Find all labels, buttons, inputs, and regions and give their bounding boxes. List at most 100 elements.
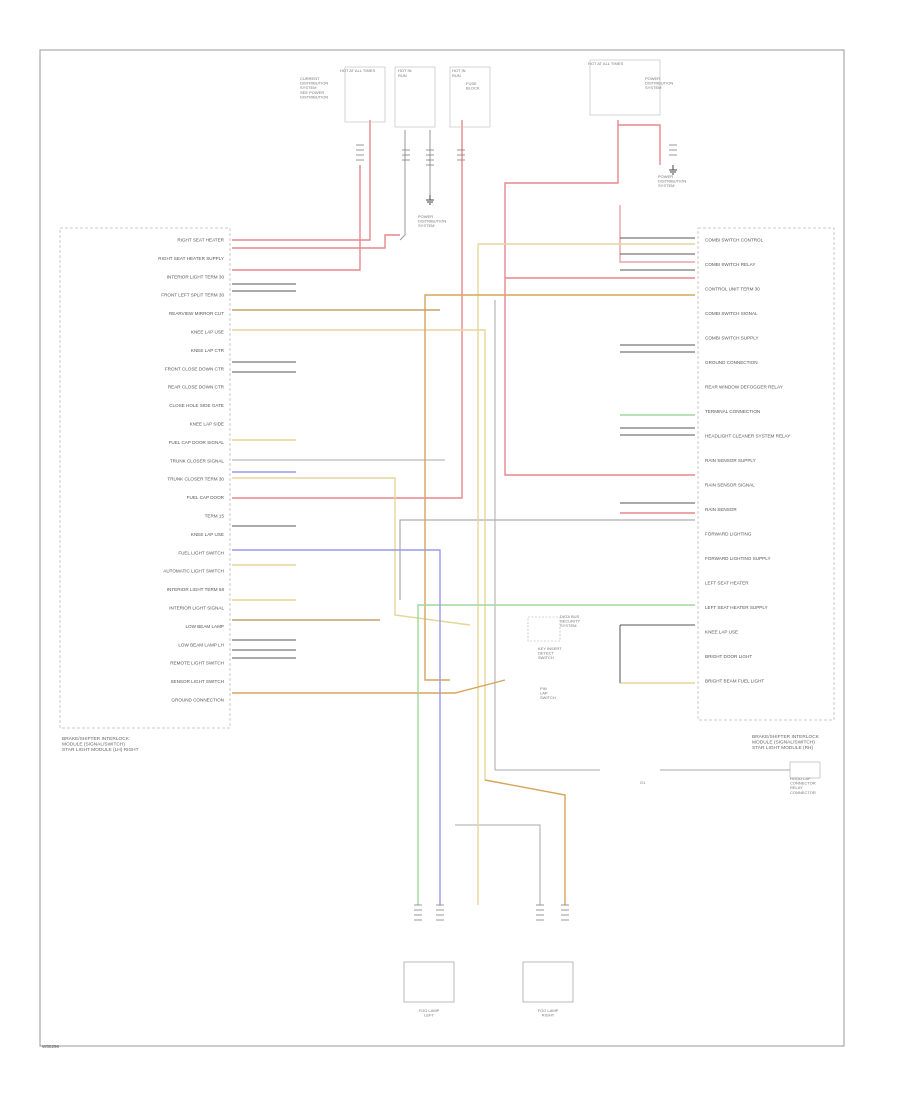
right-pin-label: CONTROL UNIT TERM 30 <box>705 287 760 292</box>
orange-wire-1 <box>424 294 695 681</box>
blue-wire-1 <box>232 549 441 905</box>
right-pin-label: FORWARD LIGHTING SUPPLY <box>705 556 771 561</box>
right-module-box <box>697 227 835 721</box>
right-pin-label: BRIGHT BEAM FUEL LIGHT <box>705 679 764 684</box>
right-pin-label: KNEE LAP USE <box>705 630 738 635</box>
right-pin-label: REAR WINDOW DEFOGGER RELAY <box>705 385 783 390</box>
orange-wire-3 <box>232 679 506 694</box>
left-pin-label: FRONT LEFT SPLIT TERM 30 <box>161 293 224 298</box>
left-pin-label: KNEE LAP SIDE <box>190 422 224 427</box>
red-wire-1 <box>232 120 371 241</box>
svg-text:HOT AT ALL TIMES: HOT AT ALL TIMES <box>340 68 375 73</box>
left-pin-label: AUTOMATIC LIGHT SWITCH <box>163 569 224 574</box>
left-pin-label: KNEE LAP USE <box>191 330 224 335</box>
left-pin-label: FRONT CLOSE DOWN CTR <box>165 366 225 371</box>
left-pin-label: CLOSE HOLE SIDE GATE <box>169 403 224 408</box>
left-pin-label: KNEE LAP CTR <box>191 348 225 353</box>
middle-relay-box <box>527 616 561 642</box>
right-pin-label: COMBI SWITCH RELAY <box>705 262 755 267</box>
red-wire-6 <box>618 124 661 165</box>
pink-wire-1 <box>619 205 695 263</box>
gray-wire-3 <box>399 519 695 600</box>
left-pin-label: LOW BEAM LAMP <box>185 624 224 629</box>
right-pin-label: RAIN SENSOR SUPPLY <box>705 458 756 463</box>
right-pin-label: BRIGHT DOOR LIGHT <box>705 654 752 659</box>
left-pin-label: KNEE LAP USE <box>191 532 224 537</box>
bottom-connectors <box>356 144 677 921</box>
ground-g1-note: G1 <box>640 780 646 785</box>
dark-wire-2 <box>620 237 695 626</box>
yellow-wire-1 <box>477 243 695 905</box>
dark-wire-1 <box>232 283 296 659</box>
left-pin-label: RIGHT SEAT HEATER <box>177 238 224 243</box>
right-pin-label: FORWARD LIGHTING <box>705 532 752 537</box>
wires <box>232 120 790 905</box>
left-pin-label: RIGHT SEAT HEATER SUPPLY <box>158 256 224 261</box>
ground-symbols <box>426 165 677 205</box>
left-pin-label: INTERIOR LIGHT SIGNAL <box>169 606 224 611</box>
green-wire-1 <box>417 604 695 905</box>
red-wire-4 <box>232 120 463 499</box>
left-pin-label: TRUNK CLOSER SIGNAL <box>170 458 225 463</box>
right-pin-label: LEFT SEAT HEATER SUPPLY <box>705 605 768 610</box>
left-pin-label: LOW BEAM LAMP LH <box>178 642 224 647</box>
right-pin-label: COMBI SWITCH SUPPLY <box>705 336 759 341</box>
red-wire-5 <box>504 120 695 476</box>
svg-text:HOT AT ALL TIMES: HOT AT ALL TIMES <box>588 61 623 66</box>
right-pin-label: COMBI SWITCH CONTROL <box>705 238 764 243</box>
hood-latch-box <box>789 761 821 779</box>
diagram-border <box>39 49 845 1047</box>
right-pin-label: LEFT SEAT HEATER <box>705 581 749 586</box>
right-pin-label: RAIN SENSOR <box>705 507 737 512</box>
right-pin-label: TERMINAL CONNECTION <box>705 409 760 414</box>
left-pin-label: REARVIEW MIRROR CUT <box>169 311 224 316</box>
left-pin-label: GROUND CONNECTION <box>171 698 224 703</box>
left-pin-label: SENSOR LIGHT SWITCH <box>170 679 224 684</box>
fuse-1: HOT AT ALL TIMES <box>340 66 386 123</box>
yellow-wire-2 <box>232 329 486 780</box>
fuse-4: HOT AT ALL TIMES <box>588 59 661 116</box>
left-pin-label: TRUNK CLOSER TERM 30 <box>167 477 224 482</box>
left-pin-label: INTERIOR LIGHT TERM 30 <box>167 274 225 279</box>
diagram-id-label: W60296 <box>42 1044 60 1049</box>
red-wire-3 <box>232 165 361 271</box>
right-pin-label: RAIN SENSOR SIGNAL <box>705 483 755 488</box>
left-module-pins: RIGHT SEAT HEATER RIGHT SEAT HEATER SUPPL… <box>158 238 224 703</box>
orange-wire-2 <box>484 779 566 905</box>
left-module-box <box>59 227 231 729</box>
right-pin-label: COMBI SWITCH SIGNAL <box>705 311 758 316</box>
yellow-wire-7 <box>232 477 471 626</box>
left-pin-label: FUEL CAP DOOR SIGNAL <box>169 440 225 445</box>
gray-wire-1 <box>399 130 406 241</box>
left-pin-label: TERM 15 <box>205 514 225 519</box>
left-pin-label: REAR CLOSE DOWN CTR <box>168 385 225 390</box>
left-pin-label: FUEL LIGHT SWITCH <box>178 550 224 555</box>
right-pin-label: HEADLIGHT CLEANER SYSTEM RELAY <box>705 434 790 439</box>
right-pin-label: GROUND CONNECTION <box>705 360 758 365</box>
left-pin-label: REMOTE LIGHT SWITCH <box>170 661 224 666</box>
left-pin-label: FUEL CAP DOOR <box>187 495 225 500</box>
left-pin-label: INTERIOR LIGHT TERM 58 <box>167 587 225 592</box>
gray-wire-7 <box>455 824 541 905</box>
red-wire-2 <box>232 234 400 249</box>
